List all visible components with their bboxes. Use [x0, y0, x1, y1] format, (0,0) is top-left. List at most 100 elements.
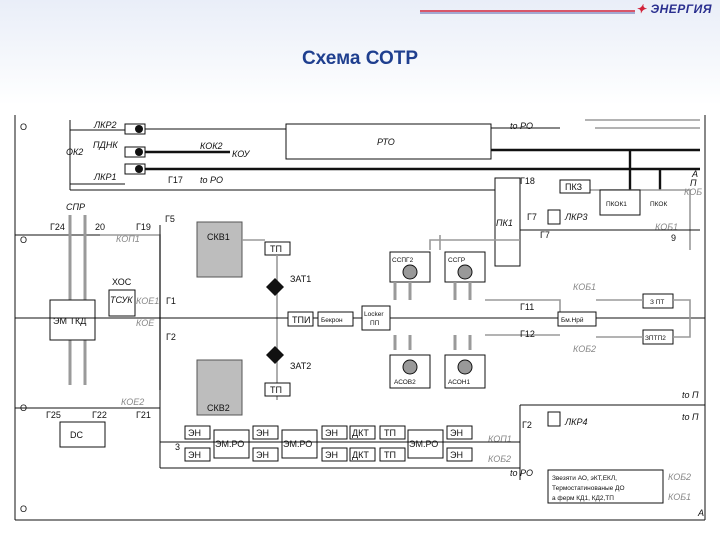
lkr4-valve: [547, 411, 561, 427]
label-g25: Г25: [46, 410, 61, 420]
label-tp2: ТП: [270, 385, 282, 395]
eh-box-5: [321, 425, 348, 440]
label-to-po-b: to РО: [510, 468, 533, 478]
tsuk-box: [108, 289, 136, 317]
pump-3: [402, 359, 418, 375]
gray-pipes-lower: [393, 335, 472, 350]
valve-dot-2: [135, 148, 143, 156]
eh-box-7: [446, 425, 473, 440]
label-pkok: ПКОК: [650, 201, 667, 208]
label-tsuk: ТСУК: [110, 295, 133, 305]
label-kop1-b: КОП1: [488, 434, 512, 444]
label-ok2: ОК2: [66, 147, 83, 157]
label-lkr3: ЛКР3: [564, 212, 587, 222]
label-pkok1: ПКОК1: [606, 201, 627, 208]
lkr3-valve: [547, 209, 561, 225]
label-g22: Г22: [92, 410, 107, 420]
gray-right-2: [596, 299, 691, 338]
label-spr: СПР: [66, 202, 85, 212]
label-n3: 3: [175, 442, 180, 452]
label-ssgr: ССГР: [448, 257, 465, 264]
legend-line-2: Термостатинованые ДО: [552, 485, 625, 492]
label-tp-b2: ТП: [384, 450, 396, 460]
label-g12: Г12: [520, 329, 535, 339]
label-eh-2: ЭН: [188, 450, 201, 460]
label-kob2-r: КОБ2: [573, 344, 596, 354]
label-eh-1: ЭН: [188, 428, 201, 438]
label-lkr4: ЛКР4: [564, 417, 587, 427]
label-pks: ПКЗ: [565, 182, 582, 192]
label-asov2: АСОВ2: [394, 379, 416, 386]
energia-logo: ✦ ЭНЕРГИЯ: [636, 2, 712, 16]
valve-dot-3: [135, 165, 143, 173]
label-dkt-2: ДКТ: [352, 450, 369, 460]
dc-box: [59, 421, 106, 448]
eh-box-6: [321, 447, 348, 462]
skv1-box: [196, 221, 243, 278]
label-skv2: СКВ2: [207, 403, 230, 413]
label-sspg2: ССПГ2: [392, 257, 414, 264]
label-em-tkd: ЭМ ТКД: [53, 316, 86, 326]
ssgr-box: [444, 251, 486, 283]
logo-swoosh: [420, 10, 635, 14]
page-title: Схема СОТР: [301, 48, 419, 69]
zat1-valve: [266, 278, 284, 296]
em-po-box-1: [213, 429, 250, 459]
dkt-box-2: [349, 447, 376, 462]
zat2-valve: [266, 346, 284, 364]
label-zpt1: З ПТ: [650, 299, 664, 306]
label-eh-6: ЭН: [325, 450, 338, 460]
locker-box: [361, 305, 391, 331]
label-eh-5: ЭН: [325, 428, 338, 438]
label-koe2: КОЕ2: [121, 397, 144, 407]
label-to-p2: to П: [682, 412, 699, 422]
label-kop1: КОП1: [116, 234, 140, 244]
label-g5: Г5: [165, 214, 175, 224]
tp2-box: [264, 382, 291, 397]
logo-text: ЭНЕРГИЯ: [650, 2, 712, 16]
skv2-box: [196, 359, 243, 416]
label-eh-3: ЭН: [256, 428, 269, 438]
label-kob1-r: КОБ1: [573, 282, 596, 292]
dkt-box-1: [349, 425, 376, 440]
label-g-low: Г2: [522, 420, 532, 430]
tp-box-1: [379, 425, 406, 440]
label-zptp2: ЗПТП2: [645, 335, 666, 342]
label-dc: DC: [70, 430, 83, 440]
label-g2: Г2: [166, 332, 176, 342]
valve-dot-1: [135, 125, 143, 133]
label-lkr1: ЛКР1: [93, 172, 116, 182]
gray-center-1: [429, 235, 520, 250]
legend-line-3: а ферм КД1, КД2,ТП: [552, 495, 614, 502]
legend-line-1: Звезяти АО, эКТ,ЕКЛ,: [552, 475, 617, 482]
label-kou: КОУ: [232, 149, 251, 159]
label-kob-top: КОБ: [684, 187, 702, 197]
label-kok2: КОК2: [200, 141, 223, 151]
label-locker-pp: ПП: [370, 320, 380, 327]
eh-box-4: [252, 447, 279, 462]
label-bekron: Бекрон: [321, 317, 343, 324]
label-xos: ХОС: [112, 277, 132, 287]
label-lkr2: ЛКР2: [93, 120, 116, 130]
label-g11: Г11: [520, 302, 534, 312]
label-kob1-rr: КОБ1: [668, 492, 691, 502]
label-eh-7: ЭН: [450, 428, 463, 438]
label-g24: Г24: [50, 222, 65, 232]
tp-box-2: [379, 447, 406, 462]
label-eh-8: ЭН: [450, 450, 463, 460]
label-g17: Г17: [168, 175, 183, 185]
label-skv1: СКВ1: [207, 232, 230, 242]
label-n20: 20: [95, 222, 105, 232]
legend-box: [547, 469, 664, 504]
marker-o-2: O: [20, 235, 27, 245]
em-po-box-3: [407, 429, 444, 459]
gray-skv1: [242, 239, 278, 400]
pks-box: [559, 179, 591, 194]
em-npr-box: [557, 311, 597, 327]
label-p-top: П: [690, 178, 697, 188]
eh-box-3: [252, 425, 279, 440]
label-em-po-1: ЭМ.РО: [215, 439, 244, 449]
label-to-po-1: to РО: [200, 175, 223, 185]
bekron-box: [317, 311, 354, 327]
